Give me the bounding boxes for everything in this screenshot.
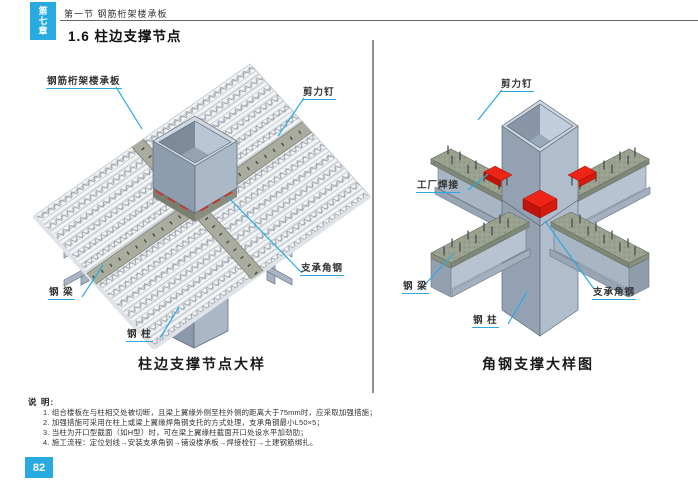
note-item-1: 1. 组合楼板在与柱相交处被切断，且梁上翼缘外侧至柱外侧的距离大于75mm时，应…	[43, 408, 377, 417]
label-shear-stud: 剪力钉	[500, 76, 534, 92]
steel-beam-lower-left	[430, 211, 531, 298]
section-label: 第一节 钢筋桁架楼承板	[64, 9, 168, 19]
callout-leaders	[419, 89, 595, 325]
chapter-tab: 第七章	[30, 2, 56, 40]
label-support-angle: 支承角钢	[300, 260, 345, 276]
column-base-band	[153, 188, 237, 222]
notes-section: 说 明: 1. 组合楼板在与柱相交处被切断，且梁上翼缘外侧至柱外侧的距离大于75…	[28, 396, 678, 448]
support-angle-red	[483, 165, 597, 219]
page-number-badge: 82	[25, 457, 53, 478]
label-steel-beam: 钢 梁	[48, 284, 75, 300]
angle-support-drawing	[419, 89, 651, 337]
header-rule	[60, 20, 698, 21]
steel-column-box	[152, 115, 238, 214]
label-steel-column: 钢 柱	[126, 326, 153, 342]
notes-title: 说 明:	[28, 397, 55, 407]
label-truss-deck: 钢筋桁架楼承板	[46, 73, 122, 89]
figure-left-caption: 柱边支撑节点大样	[138, 356, 266, 372]
column-edge-node-drawing	[32, 63, 372, 350]
note-item-2: 2. 加强措施可采用在柱上或梁上翼缘焊角钢支托的方式处理，支承角钢最小L50×5…	[43, 418, 325, 427]
figure-column-edge-node: 钢筋桁架楼承板 剪力钉 支承角钢 钢 梁 钢 柱 柱边支撑节点大样	[32, 56, 372, 376]
page-title: 1.6 柱边支撑节点	[68, 29, 182, 44]
note-item-3: 3. 当柱为开口型截面（如H型）时，可在梁上翼缘柱截面开口处设水平加劲肋；	[43, 428, 308, 437]
label-steel-beam: 钢 梁	[402, 278, 429, 294]
figure-divider	[372, 40, 374, 393]
label-factory-weld: 工厂焊接	[416, 177, 461, 193]
note-item-4: 4. 施工流程：定位划线→安装支承角钢→铺设楼承板→焊接栓钉→土建钢筋绑扎。	[43, 438, 318, 447]
callout-leaders	[81, 86, 305, 339]
figure-angle-support-detail: 剪力钉 工厂焊接 钢 梁 支承角钢 钢 柱 角钢支撑大样图	[388, 56, 688, 376]
label-support-angle: 支承角钢	[592, 284, 637, 300]
steel-beam-lower-right	[549, 211, 650, 298]
figure-right-caption: 角钢支撑大样图	[482, 356, 594, 372]
label-shear-stud: 剪力钉	[302, 84, 336, 100]
label-steel-column: 钢 柱	[472, 312, 499, 328]
